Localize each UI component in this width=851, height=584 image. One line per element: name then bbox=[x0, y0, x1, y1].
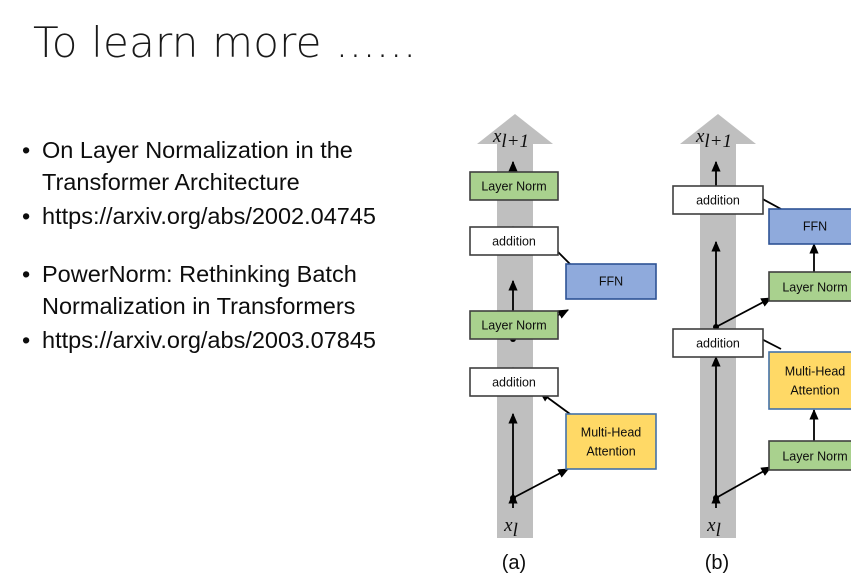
input-variable-label: xl bbox=[503, 515, 518, 541]
block-ffn[interactable]: FFN bbox=[565, 263, 657, 300]
panel-post-layer-norm: xl+1 xl bbox=[469, 114, 657, 574]
block-label: Layer Norm bbox=[481, 318, 546, 332]
block-label-line2: Attention bbox=[790, 383, 839, 397]
list-item: • https://arxiv.org/abs/2002.04745 bbox=[22, 200, 442, 232]
block-label: FFN bbox=[599, 274, 623, 288]
list-item-label: On Layer Normalization in the Transforme… bbox=[42, 137, 353, 195]
list-item-link[interactable]: https://arxiv.org/abs/2002.04745 bbox=[42, 203, 377, 229]
bullet-marker-icon: • bbox=[22, 261, 31, 287]
branch-arrow-to-attention bbox=[512, 468, 569, 499]
block-label: addition bbox=[492, 234, 536, 248]
list-item-link[interactable]: https://arxiv.org/abs/2003.07845 bbox=[42, 327, 377, 353]
panel-caption: (b) bbox=[705, 552, 729, 574]
output-variable-label: xl+1 bbox=[492, 126, 529, 152]
bullet-list: • On Layer Normalization in the Transfor… bbox=[22, 134, 442, 358]
block-label: addition bbox=[696, 336, 740, 350]
block-label: Layer Norm bbox=[481, 179, 546, 193]
block-addition-upper[interactable]: addition bbox=[672, 185, 764, 215]
block-layer-norm-lower[interactable]: Layer Norm bbox=[768, 440, 851, 471]
panel-pre-layer-norm: xl+1 xl bbox=[672, 114, 851, 574]
input-variable-label: xl bbox=[706, 515, 721, 541]
branch-arrow-to-layer-norm-upper bbox=[715, 297, 772, 328]
block-layer-norm-upper[interactable]: Layer Norm bbox=[469, 171, 559, 201]
block-addition-lower[interactable]: addition bbox=[469, 367, 559, 397]
bullet-marker-icon: • bbox=[22, 327, 31, 353]
list-item: • On Layer Normalization in the Transfor… bbox=[22, 134, 442, 198]
bullet-marker-icon: • bbox=[22, 137, 31, 163]
bullet-marker-icon: • bbox=[22, 203, 31, 229]
output-variable-label: xl+1 bbox=[695, 126, 732, 152]
list-item-label: PowerNorm: Rethinking Batch Normalizatio… bbox=[42, 261, 357, 319]
list-item: • https://arxiv.org/abs/2003.07845 bbox=[22, 324, 442, 356]
block-multi-head-attention[interactable]: Multi-Head Attention bbox=[768, 351, 851, 410]
block-label-line1: Multi-Head bbox=[785, 364, 845, 378]
list-item: • PowerNorm: Rethinking Batch Normalizat… bbox=[22, 258, 442, 322]
block-label: Layer Norm bbox=[782, 449, 847, 463]
branch-arrow-to-layer-norm bbox=[715, 466, 772, 499]
block-layer-norm-lower[interactable]: Layer Norm bbox=[469, 310, 559, 340]
block-addition-lower[interactable]: addition bbox=[672, 328, 764, 358]
block-layer-norm-upper[interactable]: Layer Norm bbox=[768, 271, 851, 302]
block-label: addition bbox=[696, 193, 740, 207]
block-label: FFN bbox=[803, 219, 827, 233]
block-label: addition bbox=[492, 375, 536, 389]
page-title: To learn more ...... bbox=[33, 18, 417, 67]
block-label-line2: Attention bbox=[586, 444, 635, 458]
panel-caption: (a) bbox=[502, 552, 526, 574]
block-label: Layer Norm bbox=[782, 280, 847, 294]
block-multi-head-attention[interactable]: Multi-Head Attention bbox=[565, 413, 657, 470]
block-label-line1: Multi-Head bbox=[581, 425, 641, 439]
block-addition-upper[interactable]: addition bbox=[469, 226, 559, 256]
block-ffn[interactable]: FFN bbox=[768, 208, 851, 245]
transformer-architecture-figure: xl+1 xl bbox=[469, 114, 851, 574]
